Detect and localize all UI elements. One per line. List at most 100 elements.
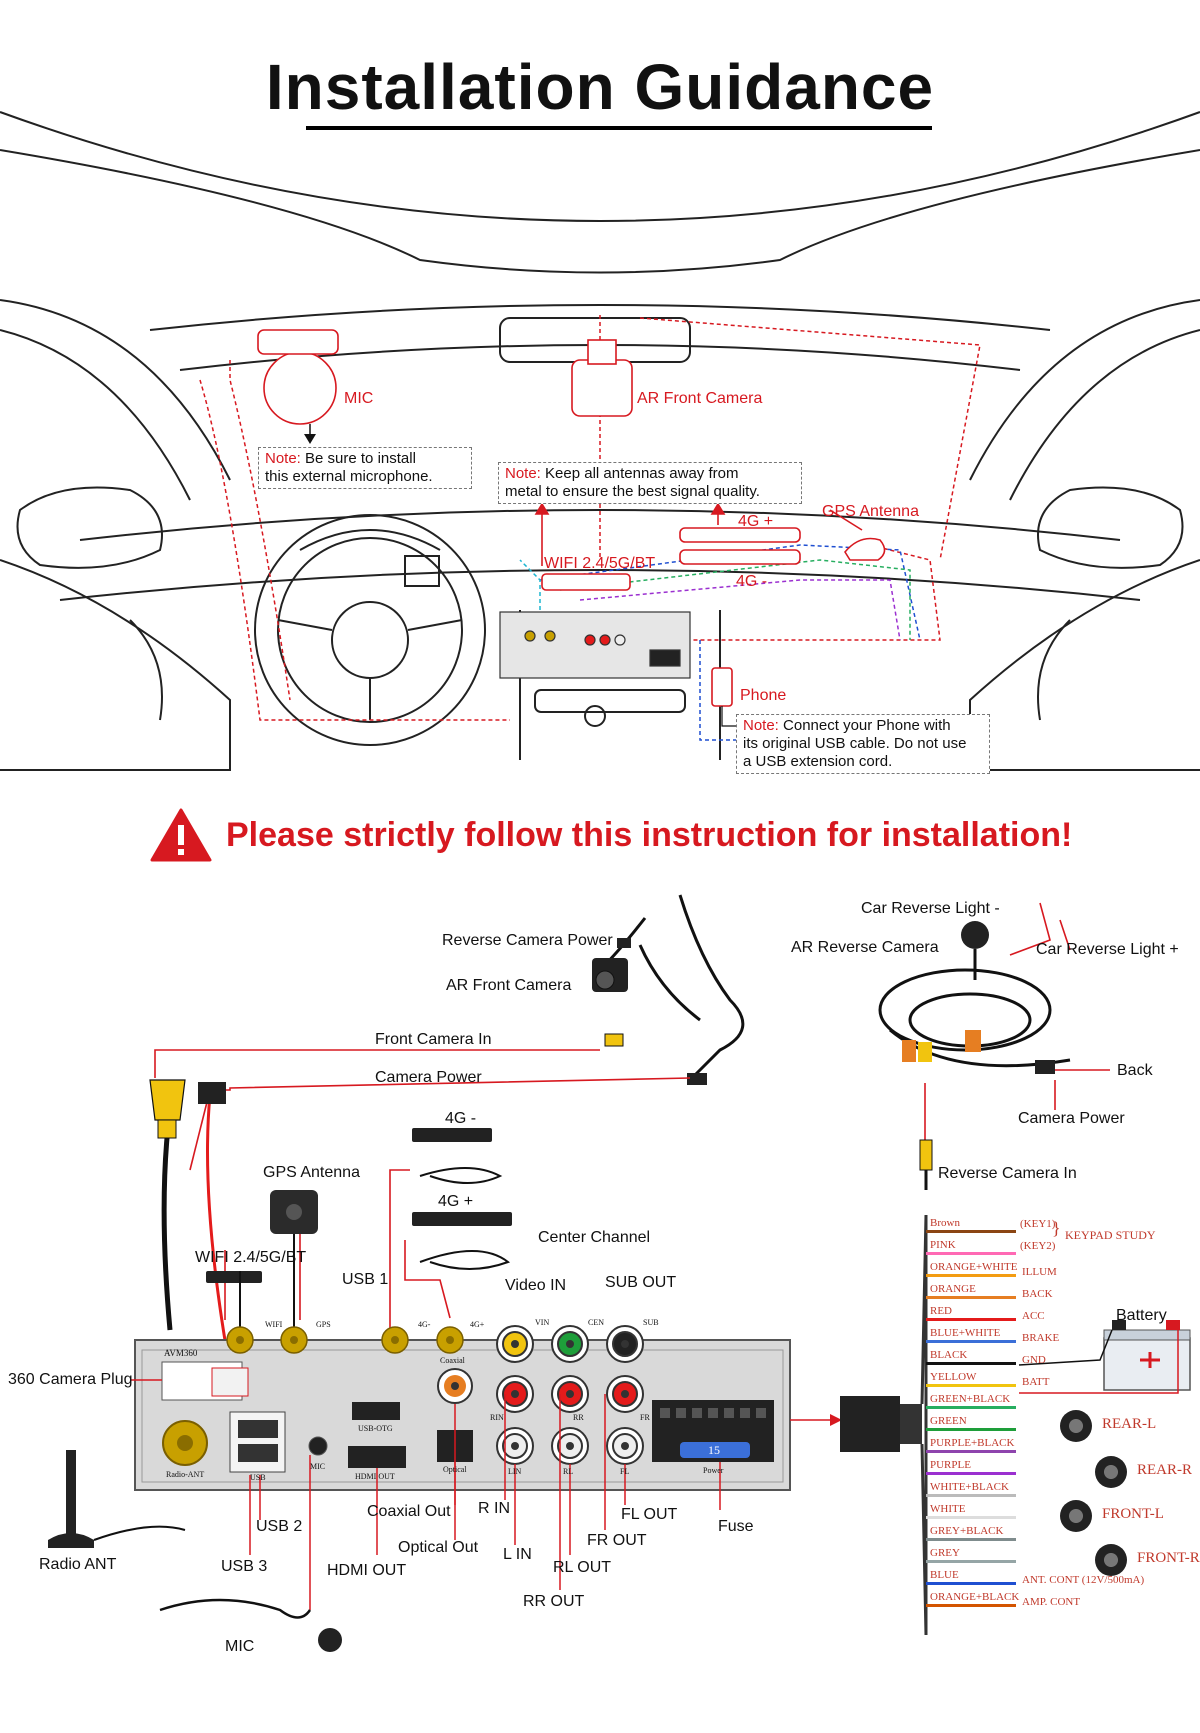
- wire-color-label: ORANGE: [930, 1283, 976, 1295]
- label-coaxial-out: Coaxial Out: [367, 1503, 451, 1520]
- panel-gps: GPS: [316, 1320, 331, 1329]
- car-phone-label: Phone: [740, 687, 787, 704]
- label-usb2: USB 2: [256, 1518, 303, 1535]
- wire-color-label: ORANGE+WHITE: [930, 1261, 1018, 1273]
- wire-line: [926, 1494, 1016, 1497]
- car-mic-label: MIC: [344, 390, 374, 407]
- wire-color-label: WHITE: [930, 1503, 966, 1515]
- label-fr-out: FR OUT: [587, 1532, 647, 1549]
- warning-text: Please strictly follow this instruction …: [226, 816, 1073, 854]
- label-gps-antenna: GPS Antenna: [263, 1164, 360, 1181]
- wire-color-label: PURPLE+BLACK: [930, 1437, 1015, 1449]
- label-r-in: R IN: [478, 1500, 510, 1517]
- wire-line: [926, 1384, 1016, 1387]
- label-optical-out: Optical Out: [398, 1539, 479, 1556]
- wire-line: [926, 1472, 1016, 1475]
- panel-4g-plus: 4G+: [470, 1320, 485, 1329]
- wire-line: [926, 1450, 1016, 1453]
- panel-power: Power: [703, 1466, 724, 1475]
- speaker-icon: [1060, 1410, 1092, 1442]
- panel-cen: CEN: [588, 1318, 604, 1327]
- speaker-icon: [1095, 1544, 1127, 1576]
- wire-line: [926, 1274, 1016, 1277]
- label-4g-minus: 4G -: [445, 1110, 477, 1127]
- car-gps-antenna-label: GPS Antenna: [822, 503, 919, 520]
- wire-function-label: GND: [1022, 1354, 1046, 1366]
- wire-line: [926, 1538, 1016, 1541]
- label-wifi: WIFI 2.4/5G/BT: [195, 1249, 307, 1266]
- label-video-in: Video IN: [505, 1277, 567, 1294]
- wire-color-label: GREY+BLACK: [930, 1525, 1004, 1537]
- speaker-label: REAR-L: [1102, 1416, 1157, 1432]
- wire-line: [926, 1604, 1016, 1607]
- panel-radio-ant: Radio-ANT: [166, 1470, 205, 1479]
- panel-fl: FL: [620, 1467, 630, 1476]
- wire-function-label: AMP. CONT: [1022, 1596, 1081, 1608]
- label-ar-reverse-camera: AR Reverse Camera: [791, 939, 939, 956]
- label-car-reverse-light-plus: Car Reverse Light +: [1036, 941, 1179, 958]
- wire-color-label: BLACK: [930, 1349, 968, 1361]
- label-usb1: USB 1: [342, 1271, 389, 1288]
- wire-line: [926, 1252, 1016, 1255]
- panel-usb: USB: [250, 1473, 266, 1482]
- panel-optical: Optical: [443, 1465, 467, 1474]
- wire-line: [926, 1362, 1016, 1365]
- panel-usb-otg: USB-OTG: [358, 1424, 393, 1433]
- wire-color-label: BLUE: [930, 1569, 959, 1581]
- note-mic: Note: Be sure to install this external m…: [258, 447, 472, 489]
- page-title: Installation Guidance: [265, 51, 935, 123]
- wire-color-label: ORANGE+BLACK: [930, 1591, 1020, 1603]
- label-hdmi-out: HDMI OUT: [327, 1562, 407, 1579]
- car-lte-plus-label: 4G +: [738, 513, 774, 530]
- label-reverse-camera-power: Reverse Camera Power: [442, 932, 613, 949]
- wire-line: [926, 1406, 1016, 1409]
- keypad-study-label: KEYPAD STUDY: [1065, 1228, 1156, 1242]
- wire-color-label: GREEN+BLACK: [930, 1393, 1011, 1405]
- panel-rin: RIN: [490, 1413, 504, 1422]
- label-camera-power: Camera Power: [375, 1069, 482, 1086]
- wire-line: [926, 1516, 1016, 1519]
- label-front-camera-in: Front Camera In: [375, 1031, 492, 1048]
- panel-coaxial: Coaxial: [440, 1356, 465, 1365]
- wire-function-label: BRAKE: [1022, 1332, 1060, 1344]
- panel-mic: MIC: [310, 1462, 326, 1471]
- wire-color-label: WHITE+BLACK: [930, 1481, 1009, 1493]
- label-sub-out: SUB OUT: [605, 1274, 677, 1291]
- panel-fr: FR: [640, 1413, 650, 1422]
- label-camera-power-right: Camera Power: [1018, 1110, 1125, 1127]
- label-reverse-camera-in: Reverse Camera In: [938, 1165, 1077, 1182]
- label-center-channel: Center Channel: [538, 1229, 651, 1246]
- label-fl-out: FL OUT: [621, 1506, 678, 1523]
- wire-line: [926, 1428, 1016, 1431]
- label-car-reverse-light-minus: Car Reverse Light -: [861, 900, 1000, 917]
- car-lte-minus-label: 4G -: [736, 573, 768, 590]
- key1-label: (KEY1): [1020, 1218, 1056, 1230]
- wire-line: [926, 1340, 1016, 1343]
- label-radio-ant: Radio ANT: [39, 1556, 117, 1573]
- wire-color-label: PINK: [930, 1239, 956, 1251]
- panel-avm360: AVM360: [164, 1348, 198, 1358]
- label-mic: MIC: [225, 1638, 255, 1655]
- wire-function-label: ILLUM: [1022, 1266, 1057, 1278]
- label-usb3: USB 3: [221, 1558, 268, 1575]
- wire-line: [926, 1296, 1016, 1299]
- label-rl-out: RL OUT: [553, 1559, 612, 1576]
- wire-function-label: ANT. CONT (12V/500mA): [1022, 1574, 1145, 1586]
- keypad-brace: }: [1052, 1218, 1061, 1238]
- label-360-camera-plug: 360 Camera Plug: [8, 1371, 133, 1388]
- speaker-label: FRONT-L: [1102, 1506, 1164, 1522]
- panel-4g-minus: 4G-: [418, 1320, 431, 1329]
- wire-line: [926, 1582, 1016, 1585]
- key2-label: (KEY2): [1020, 1240, 1056, 1252]
- wire-line: [926, 1230, 1016, 1233]
- wire-color-label: GREEN: [930, 1415, 967, 1427]
- note-phone: Note: Connect your Phone with its origin…: [736, 714, 990, 774]
- panel-sub: SUB: [643, 1318, 659, 1327]
- wire-color-label: BLUE+WHITE: [930, 1327, 1001, 1339]
- wire-line: [926, 1318, 1016, 1321]
- warning-triangle-icon: [150, 808, 212, 862]
- panel-hdmi: HDMI OUT: [355, 1472, 395, 1481]
- warning-banner: Please strictly follow this instruction …: [150, 808, 1072, 864]
